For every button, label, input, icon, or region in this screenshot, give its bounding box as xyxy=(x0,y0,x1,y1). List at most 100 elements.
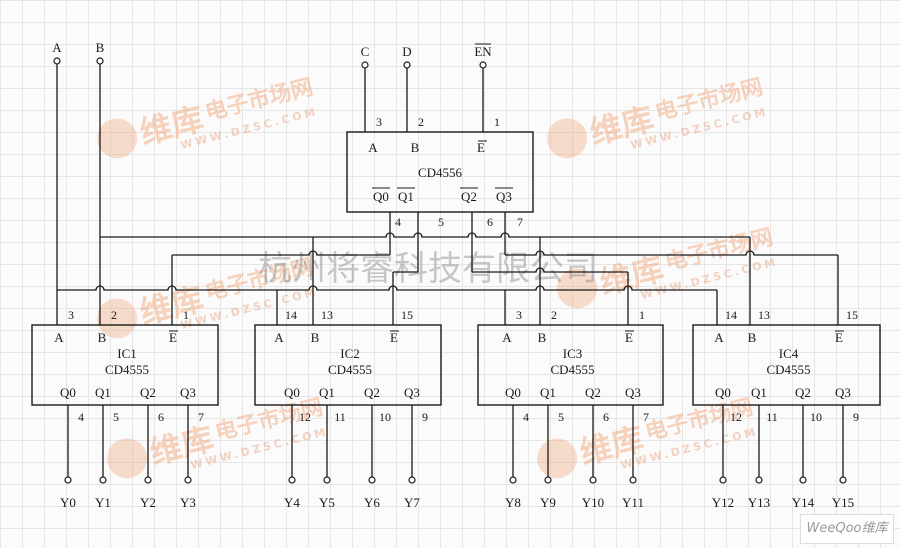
output-pin-label: Q3 xyxy=(625,385,641,400)
chip-name: IC1 xyxy=(117,346,137,361)
pin-label: B xyxy=(538,330,547,345)
output-terminal xyxy=(368,476,376,484)
output-label: Q1 xyxy=(398,189,414,204)
pin-number: 2 xyxy=(418,115,424,129)
pin-number: 4 xyxy=(395,215,401,229)
chip-body xyxy=(692,324,881,406)
output-label: Q0 xyxy=(373,189,389,204)
pin-label: E xyxy=(625,330,633,345)
pin-number: 14 xyxy=(725,308,737,322)
output-label-y7: Y7 xyxy=(404,495,420,510)
output-pin-label: Q0 xyxy=(715,385,731,400)
chip-name: IC3 xyxy=(563,346,583,361)
chip-part: CD4555 xyxy=(766,362,810,377)
output-label-y15: Y15 xyxy=(832,495,854,510)
chip-ic2: 14A13B15EIC2CD4555Q012Y4Q111Y5Q210Y6Q39Y… xyxy=(254,308,442,510)
output-terminal xyxy=(544,476,552,484)
output-label: Q3 xyxy=(496,189,512,204)
input-label-en: EN xyxy=(474,44,492,59)
pin-number: 3 xyxy=(68,308,74,322)
chip-name: IC4 xyxy=(779,346,799,361)
output-terminal xyxy=(99,476,107,484)
wire xyxy=(100,232,750,238)
pin-number: 9 xyxy=(853,410,859,424)
output-label-y5: Y5 xyxy=(319,495,335,510)
output-label-y8: Y8 xyxy=(505,495,521,510)
input-label-d: D xyxy=(402,44,411,59)
pin-number: 12 xyxy=(299,410,311,424)
output-terminal xyxy=(144,476,152,484)
company-watermark: 杭州将睿科技有限公司 xyxy=(258,249,598,289)
input-terminal xyxy=(403,61,411,69)
pin-number: 15 xyxy=(846,308,858,322)
output-pin-label: Q3 xyxy=(180,385,196,400)
output-pin-label: Q1 xyxy=(540,385,556,400)
pin-number: 11 xyxy=(766,410,778,424)
output-label-y1: Y1 xyxy=(95,495,111,510)
pin-label: B xyxy=(311,330,320,345)
output-pin-label: Q1 xyxy=(319,385,335,400)
output-pin-label: Q2 xyxy=(140,385,156,400)
decoder-part-label: CD4556 xyxy=(418,165,463,180)
output-pin-label: Q2 xyxy=(364,385,380,400)
input-label-c: C xyxy=(361,44,370,59)
input-terminal xyxy=(53,57,61,65)
output-pin-label: Q1 xyxy=(95,385,111,400)
pin-number: 5 xyxy=(113,410,119,424)
output-terminal xyxy=(408,476,416,484)
output-label-y3: Y3 xyxy=(180,495,196,510)
wire xyxy=(57,285,717,291)
pin-label: E xyxy=(390,330,398,345)
output-terminal xyxy=(509,476,517,484)
output-pin-label: Q2 xyxy=(795,385,811,400)
pin-label: A xyxy=(274,330,284,345)
pin-label: E xyxy=(169,330,177,345)
output-label-y2: Y2 xyxy=(140,495,156,510)
input-terminal xyxy=(479,61,487,69)
output-terminal xyxy=(589,476,597,484)
wires xyxy=(56,64,839,325)
pin-label: A xyxy=(368,140,378,155)
pin-number: 1 xyxy=(183,308,189,322)
pin-label: B xyxy=(98,330,107,345)
output-label-y4: Y4 xyxy=(284,495,300,510)
chip-body xyxy=(31,324,219,406)
chip-part: CD4555 xyxy=(328,362,372,377)
output-pin-label: Q0 xyxy=(60,385,76,400)
pin-number: 12 xyxy=(730,410,742,424)
pin-number: 3 xyxy=(516,308,522,322)
pin-number: 4 xyxy=(523,410,529,424)
pin-number: 7 xyxy=(198,410,204,424)
chip-part: CD4555 xyxy=(105,362,149,377)
pin-label: A xyxy=(714,330,724,345)
output-label-y12: Y12 xyxy=(712,495,734,510)
pin-number: 7 xyxy=(517,215,523,229)
pin-number: 15 xyxy=(401,308,413,322)
pin-number: 14 xyxy=(285,308,297,322)
wire xyxy=(505,250,838,256)
pin-number: 7 xyxy=(643,410,649,424)
output-terminal xyxy=(839,476,847,484)
input-terminal xyxy=(96,57,104,65)
output-pin-label: Q3 xyxy=(404,385,420,400)
output-terminal xyxy=(323,476,331,484)
pin-number: 5 xyxy=(438,215,444,229)
pin-label: A xyxy=(54,330,64,345)
input-terminal xyxy=(361,61,369,69)
output-terminal xyxy=(755,476,763,484)
pin-number: 9 xyxy=(422,410,428,424)
pin-number: 2 xyxy=(551,308,557,322)
pin-number: 1 xyxy=(494,115,500,129)
output-label: Q2 xyxy=(461,189,477,204)
pin-number: 13 xyxy=(321,308,333,322)
output-label-y13: Y13 xyxy=(748,495,770,510)
output-label-y6: Y6 xyxy=(364,495,380,510)
chip-part: CD4555 xyxy=(550,362,594,377)
pin-label: E xyxy=(835,330,843,345)
chip-body xyxy=(254,324,442,406)
